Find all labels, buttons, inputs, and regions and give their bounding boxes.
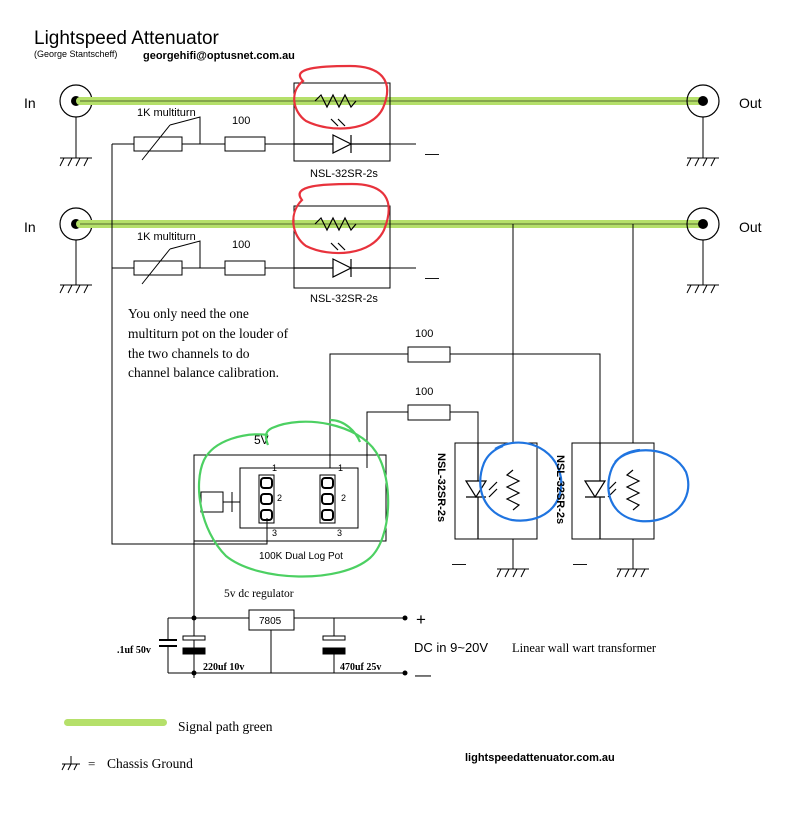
- channel-1-ldr-resistor-icon: [314, 93, 357, 109]
- shunt-ldr-2-highlight: [607, 448, 690, 523]
- shunt-ldr-1-resistor-icon: [505, 469, 521, 511]
- shunt-ldr-2-led-icon: [583, 443, 617, 539]
- channel-2-ldr-highlight: [292, 182, 390, 255]
- capacitor-2: [182, 618, 206, 673]
- regulator-title: 5v dc regulator: [224, 588, 294, 600]
- shunt-ldr-2-minus: —: [573, 555, 587, 571]
- note-line-2: multiturn pot on the louder of: [128, 326, 289, 341]
- dc-in-description: Linear wall wart transformer: [512, 641, 657, 655]
- channel-1-in-label: In: [24, 95, 36, 111]
- shunt-ldr-2: NSL-32SR-2s —: [554, 442, 690, 571]
- legend-ground-label: Chassis Ground: [107, 756, 193, 771]
- legend-ground-equals: =: [88, 756, 95, 771]
- regulator-part: 7805: [259, 616, 282, 627]
- legend-signal-swatch: [64, 719, 167, 726]
- dual-log-pot: 1 2 3 1 2 3 5V 100K Dual Log Pot: [193, 418, 390, 578]
- channel-2-ldr-resistor-icon: [314, 216, 357, 232]
- note-line-3: the two channels to do: [128, 346, 250, 361]
- channel-2-ldr-box: [293, 205, 391, 289]
- channel-2-resistor-label: 100: [232, 239, 250, 251]
- channel-2: In Out NSL-32SR-2s: [24, 182, 762, 305]
- pot-gang-1-pin-2: 2: [277, 493, 282, 503]
- shunt-resistor-1: [407, 346, 451, 363]
- channel-1-out-label: Out: [739, 95, 762, 111]
- capacitor-2-label: 220uf 10v: [203, 662, 244, 673]
- dc-in-label: DC in 9~20V: [414, 640, 488, 655]
- channel-1-out-ground-icon: [686, 117, 719, 167]
- power-minus: —: [415, 667, 431, 684]
- note-line-4: channel balance calibration.: [128, 365, 279, 380]
- shunt-ldr-2-resistor-icon: [625, 469, 641, 511]
- channel-2-ldr-label: NSL-32SR-2s: [310, 293, 378, 305]
- channel-2-minus: —: [425, 269, 439, 285]
- capacitor-3-label: 470uf 25v: [340, 662, 381, 673]
- shunt-ldr-1-minus: —: [452, 555, 466, 571]
- pot-inner-box: [239, 467, 359, 529]
- shunt-resistor-2: [407, 404, 451, 421]
- calibration-note: You only need the one multiturn pot on t…: [128, 306, 289, 380]
- channel-2-in-ground-icon: [59, 240, 92, 294]
- pot-gang-1: [258, 474, 275, 524]
- pot-gang-2-pin-2: 2: [341, 493, 346, 503]
- website-link[interactable]: lightspeedattenuator.com.au: [465, 752, 615, 764]
- pot-gang-1-pin-1: 1: [272, 463, 277, 473]
- legend-ground-icon: [61, 756, 80, 771]
- channel-1-pot-wiper-wire: [169, 116, 201, 144]
- channel-2-pot-wiper-icon: [141, 248, 171, 285]
- capacitor-1-label: .1uf 50v: [117, 645, 151, 656]
- shunt-ldr-1-label: NSL-32SR-2s: [435, 453, 447, 522]
- pot-gang-2-pin-1: 1: [338, 463, 343, 473]
- channel-1-minus: —: [425, 145, 439, 161]
- capacitor-1: [159, 618, 177, 673]
- pot-gang-1-pin-3: 3: [272, 528, 277, 538]
- shunt-ldr-2-label: NSL-32SR-2s: [554, 455, 566, 524]
- pot-gang-2: [319, 474, 336, 524]
- pot-shaft: [200, 491, 224, 513]
- channel-2-pot-label: 1K multiturn: [137, 231, 196, 243]
- shunt-ldr-1-highlight: [479, 441, 563, 522]
- channel-2-led-icon: [294, 242, 390, 278]
- channel-2-out-label: Out: [739, 219, 762, 235]
- shunt-ldr-1: NSL-32SR-2s —: [435, 441, 563, 571]
- shunt-wiring: [329, 224, 634, 569]
- channel-1-in-ground-icon: [59, 117, 92, 167]
- channel-2-pot-wiper-wire: [169, 240, 201, 268]
- channel-1: In Out NSL-32SR-2s: [24, 64, 762, 180]
- channel-1-resistor-label: 100: [232, 115, 250, 127]
- author-email: georgehifi@optusnet.com.au: [143, 50, 295, 62]
- channel-2-pot-body: [133, 260, 183, 276]
- channel-2-out-ground-icon: [686, 240, 719, 294]
- channel-1-ldr-highlight: [293, 64, 389, 130]
- channel-1-resistor: [224, 136, 266, 152]
- capacitor-3: [322, 618, 346, 673]
- diagram-title: Lightspeed Attenuator: [34, 28, 220, 49]
- channel-1-led-icon: [294, 118, 390, 154]
- channel-1-ldr-label: NSL-32SR-2s: [310, 168, 378, 180]
- note-line-1: You only need the one: [128, 306, 249, 321]
- channel-1-pot-label: 1K multiturn: [137, 107, 196, 119]
- legend: Signal path green = Chassis Ground: [61, 719, 273, 771]
- pot-highlight: [197, 418, 390, 578]
- channel-2-in-label: In: [24, 219, 36, 235]
- channel-1-pot-body: [133, 136, 183, 152]
- power-supply: 5v dc regulator 7805 .1uf 50v 220uf 10v: [117, 541, 657, 684]
- left-common-wire: [111, 144, 268, 545]
- pot-label: 100K Dual Log Pot: [259, 551, 343, 562]
- legend-signal-label: Signal path green: [178, 719, 273, 734]
- pot-gang-2-pin-3: 3: [337, 528, 342, 538]
- shunt-ground-icons: [496, 568, 649, 578]
- shunt-resistor-2-label: 100: [415, 386, 433, 398]
- channel-1-ldr-box: [293, 82, 391, 162]
- shunt-resistor-1-label: 100: [415, 328, 433, 340]
- power-plus: +: [416, 610, 426, 629]
- pot-outer-box: [193, 454, 387, 542]
- channel-1-pot-wiper-icon: [141, 124, 171, 161]
- author-name: (George Stantscheff): [34, 49, 117, 59]
- channel-2-resistor: [224, 260, 266, 276]
